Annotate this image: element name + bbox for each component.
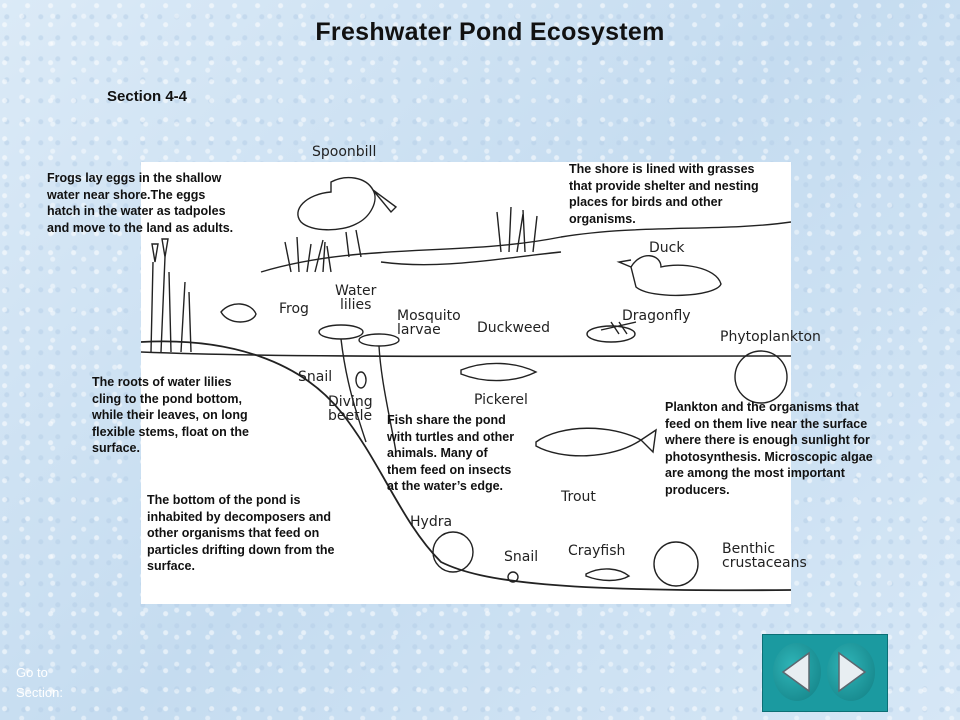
navigation-panel [762, 634, 888, 712]
label-crayfish: Crayfish [568, 543, 626, 559]
label-pickerel: Pickerel [474, 392, 528, 408]
section-label: Section 4-4 [107, 88, 188, 105]
go-to-section-link[interactable]: Go to Section: [16, 663, 63, 703]
label-trout: Trout [561, 489, 596, 505]
go-to-label: Go to [16, 665, 48, 680]
label-diving-beetle-line1: Diving [328, 394, 373, 410]
pond-illustration [141, 176, 791, 592]
label-diving-beetle-line2: beetle [328, 408, 373, 424]
previous-button[interactable] [773, 643, 821, 701]
pond-diagram [141, 162, 791, 604]
label-spoonbill: Spoonbill [312, 144, 377, 160]
label-phytoplankton: Phytoplankton [720, 329, 821, 345]
label-snail-top: Snail [298, 369, 333, 385]
label-frog: Frog [279, 301, 309, 317]
label-benthic-line1: Benthic [722, 541, 776, 557]
triangle-left-icon [781, 651, 810, 693]
label-hydra: Hydra [410, 514, 453, 530]
label-duck: Duck [649, 240, 685, 256]
page-title: Freshwater Pond Ecosystem [315, 18, 665, 46]
label-snail-bottom: Snail [504, 549, 539, 565]
triangle-right-icon [838, 651, 867, 693]
label-dragonfly: Dragonfly [622, 308, 691, 324]
label-water-lilies-line2: lilies [340, 297, 372, 313]
label-mosquito-line1: Mosquito [397, 308, 461, 324]
label-water-lilies-line1: Water [335, 283, 377, 299]
section-link-label: Section: [16, 685, 63, 700]
next-button[interactable] [827, 643, 875, 701]
label-benthic-line2: crustaceans [722, 555, 807, 571]
label-duckweed: Duckweed [477, 320, 551, 336]
label-mosquito-line2: larvae [397, 322, 441, 338]
